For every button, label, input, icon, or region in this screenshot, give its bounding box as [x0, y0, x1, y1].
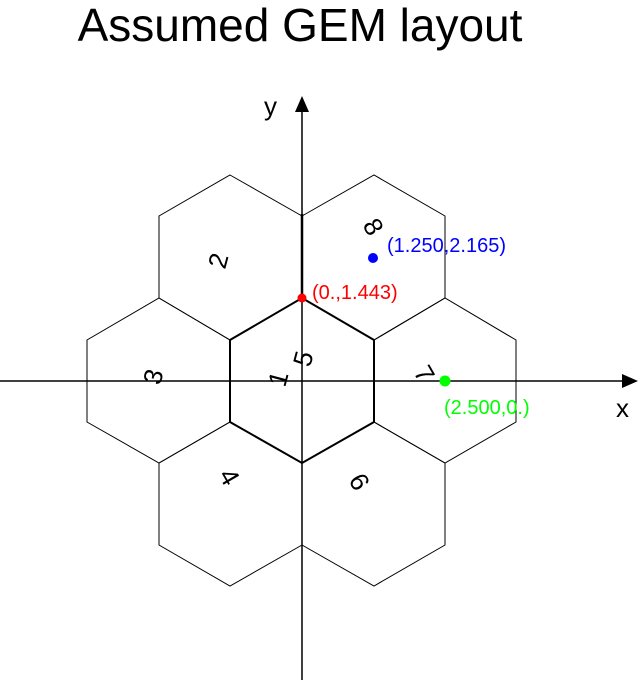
y-axis-arrow	[295, 96, 309, 112]
hexagon-label-4: 4	[213, 463, 246, 491]
point-label-green: (2.500,0.)	[444, 397, 530, 419]
point-label-blue: (1.250,2.165)	[387, 235, 506, 257]
hexagon-label-center-1: 1	[262, 368, 295, 390]
point-blue	[368, 253, 378, 263]
point-label-red: (0.,1.443)	[312, 282, 398, 304]
hexagon-label-center-5: 5	[287, 348, 320, 370]
x-axis-arrow	[622, 374, 638, 388]
point-red	[297, 293, 307, 303]
diagram-title: Assumed GEM layout	[77, 0, 523, 51]
hexagon-label-6: 6	[343, 468, 376, 496]
hexagon-label-8: 8	[357, 213, 390, 241]
x-axis-label: x	[616, 393, 629, 423]
marked-points: (0.,1.443) (1.250,2.165) (2.500,0.)	[297, 235, 530, 419]
hexagon-label-3: 3	[137, 366, 170, 388]
y-axis-label: y	[264, 91, 277, 121]
point-green	[439, 375, 451, 387]
hexagon-lower-right	[301, 421, 446, 587]
hexagon-label-2: 2	[202, 250, 235, 272]
hexagon-label-7: 7	[408, 360, 441, 388]
hexagon-lower-left	[158, 421, 303, 587]
axes: x y	[0, 91, 638, 680]
